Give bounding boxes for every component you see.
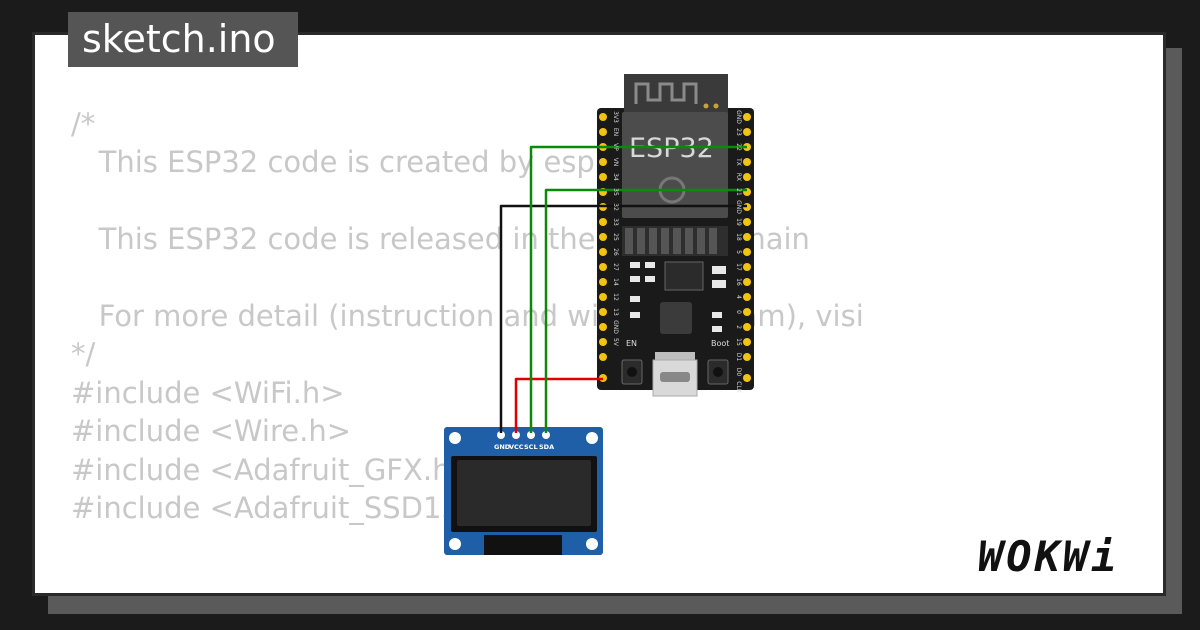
esp32-pin-label-left: 32 <box>612 203 619 211</box>
esp32-pin-label-left: 27 <box>612 263 619 271</box>
esp32-pin-label-left: 5V <box>612 338 619 347</box>
esp32-pin-label-right: D0 <box>735 368 742 377</box>
esp32-pin-label-left: VN <box>612 158 619 167</box>
oled-pin-gnd-label: GND <box>494 443 511 451</box>
en-button-label: EN <box>626 339 637 348</box>
esp32-pin-label-left: 14 <box>612 278 619 286</box>
esp32-pin-label-left: 13 <box>612 308 619 316</box>
esp32-pin-label-left: 26 <box>612 248 619 256</box>
wire-vcc <box>514 377 603 433</box>
esp32-pin-label-right: GND <box>735 110 742 124</box>
esp32-pin-label-right: 0 <box>735 310 742 314</box>
oled-pin-sda-label: SDA <box>539 443 554 451</box>
oled-display[interactable]: GND VCC SCL SDA <box>444 427 603 555</box>
esp32-pin-label-left: 34 <box>612 173 619 181</box>
code-line: /* <box>71 107 96 141</box>
esp32-pin-label-right: 17 <box>735 263 742 271</box>
wire-gnd <box>499 204 747 433</box>
esp32-pin-label-left: 25 <box>612 233 619 241</box>
esp32-pin-label-right: 4 <box>735 295 742 299</box>
esp32-pin-label-right: RX <box>735 173 742 181</box>
wokwi-logo: WOKWi <box>978 532 1120 581</box>
esp32-pin-label-left: 35 <box>612 188 619 196</box>
esp32-board[interactable]: ESP32 EN Boot <box>597 74 754 397</box>
esp32-pin-label-right: TX <box>735 157 742 166</box>
esp32-pin-label-right: 22 <box>735 143 742 151</box>
code-line: #include <Adafruit_GFX.h> <box>71 452 475 487</box>
code-line: #include <WiFi.h> <box>71 375 345 410</box>
esp32-pin-label-right: CLK <box>735 381 742 394</box>
code-line: */ <box>71 337 96 372</box>
esp32-pin-label-right: 5 <box>735 250 742 254</box>
file-tab-label: sketch.ino <box>82 17 276 61</box>
boot-button-label: Boot <box>711 339 729 348</box>
esp32-pin-label-right: 19 <box>735 218 742 226</box>
esp32-pin-label-right: D1 <box>735 353 742 362</box>
esp32-pin-label-left: 12 <box>612 293 619 301</box>
oled-screen <box>457 460 591 526</box>
file-tab[interactable]: sketch.ino <box>68 12 298 67</box>
esp32-pin-label-left: EN <box>612 128 619 136</box>
esp32-pin-label-left: 33 <box>612 218 619 226</box>
esp32-pin-label-left: VP <box>612 143 619 151</box>
esp32-pin-label-left: GND <box>612 320 619 334</box>
wire-scl <box>529 145 747 433</box>
oled-pin-vcc-label: VCC <box>509 443 524 451</box>
esp32-pin-label-right: 16 <box>735 278 742 286</box>
wires <box>499 145 747 433</box>
code-line: #include <Wire.h> <box>71 414 352 449</box>
esp32-pin-label-right: 21 <box>735 188 742 196</box>
esp32-right-pin-header[interactable] <box>743 113 751 382</box>
wire-sda <box>544 188 747 433</box>
esp32-chip-label: ESP32 <box>629 133 714 164</box>
esp32-pin-label-right: 2 <box>735 325 742 329</box>
esp32-pin-label-right: 18 <box>735 233 742 241</box>
esp32-pin-label-right: GND <box>735 200 742 214</box>
esp32-pin-label-right: 15 <box>735 338 742 346</box>
esp32-pin-label-left: 3V3 <box>612 111 619 123</box>
oled-pin-scl-label: SCL <box>524 443 538 451</box>
esp32-pin-label-right: 23 <box>735 128 742 136</box>
